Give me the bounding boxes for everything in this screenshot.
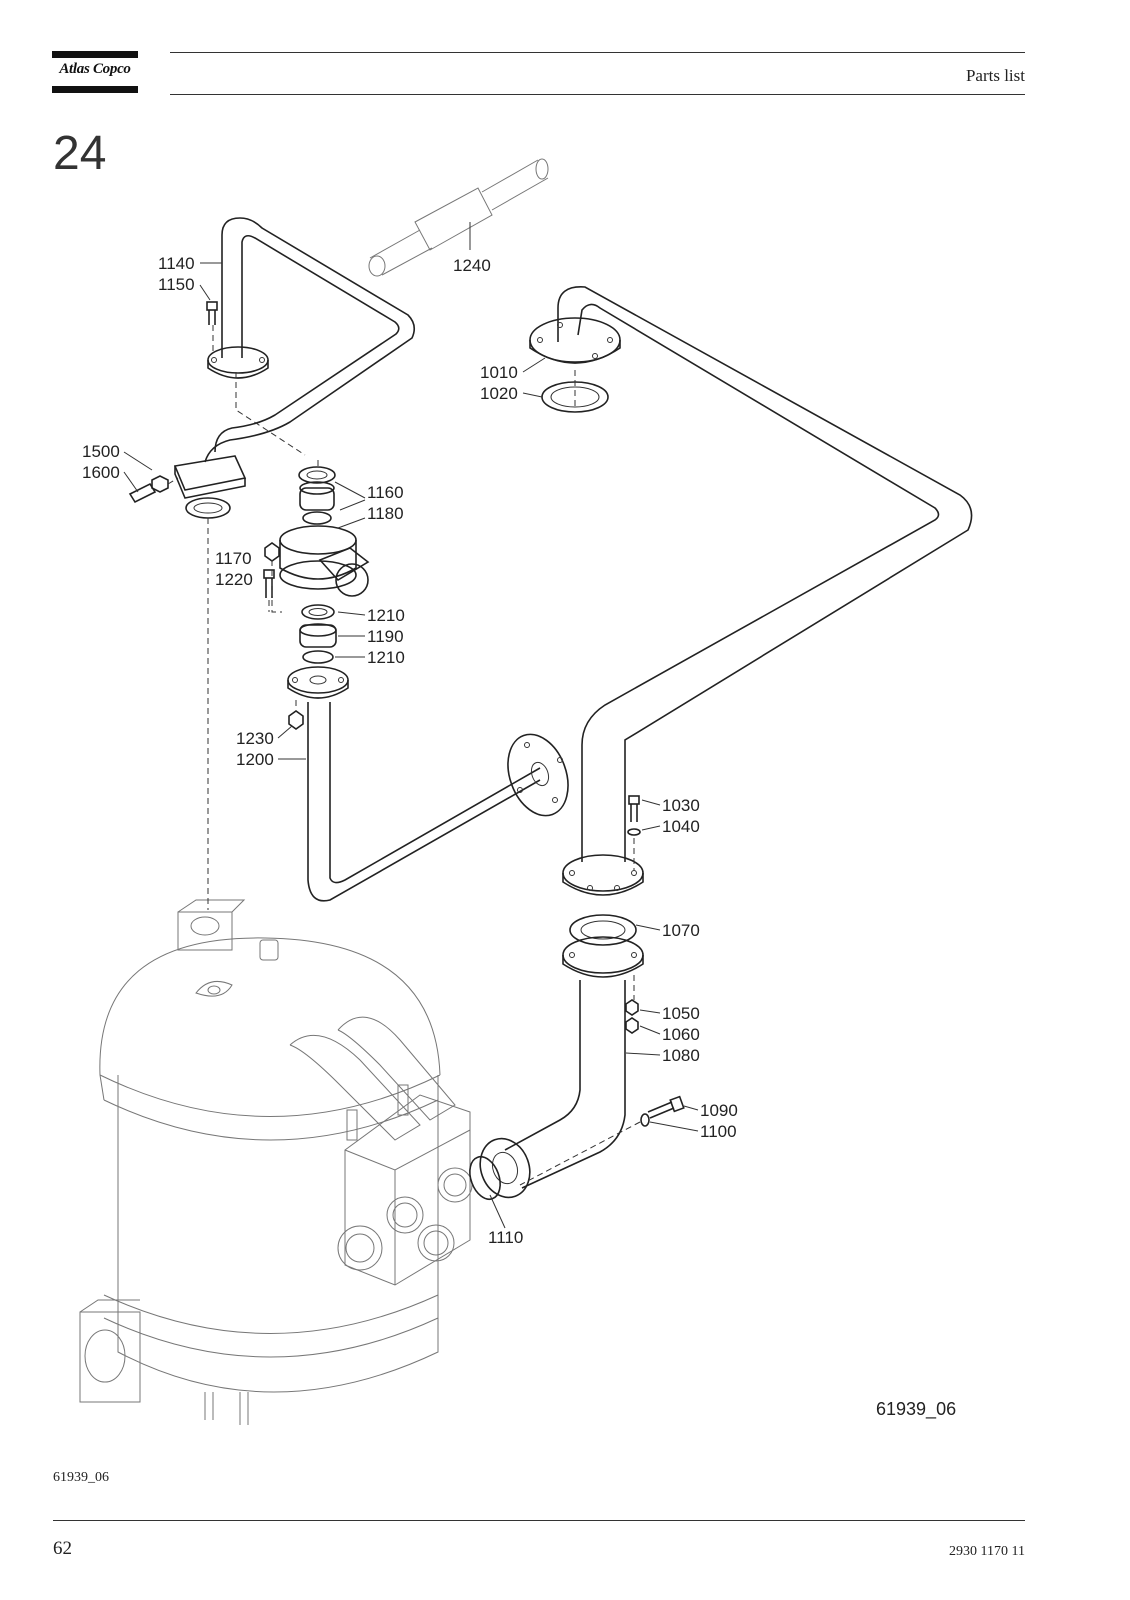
callout-1110: 1110: [488, 1228, 523, 1247]
nut-1230: [288, 710, 304, 730]
callout-1040: 1040: [662, 817, 700, 836]
callout-1220: 1220: [215, 570, 253, 589]
callout-1240: 1240: [453, 256, 491, 275]
callout-1210-lower: 1210: [367, 648, 405, 667]
callout-1500: 1500: [82, 442, 120, 461]
callout-1020: 1020: [480, 384, 518, 403]
callout-1160: 1160: [367, 483, 404, 502]
callout-1100: 1100: [700, 1122, 737, 1141]
callout-1030: 1030: [662, 796, 700, 815]
nut-1050: [625, 999, 639, 1016]
callout-1010: 1010: [480, 363, 518, 382]
assembly-lines: [167, 325, 641, 1186]
drawing-id: 61939_06: [876, 1399, 956, 1420]
gasket-1140: [185, 497, 231, 519]
pipe-1140: [173, 217, 416, 499]
chapter-number: 24: [53, 127, 107, 180]
footer-rule: [53, 1520, 1025, 1521]
sensor-1500: [128, 475, 169, 504]
flange-upper-1070: [562, 854, 644, 896]
callout-1200: 1200: [236, 750, 274, 769]
callout-1060: 1060: [662, 1025, 700, 1044]
gasket-1070: [569, 914, 637, 946]
header-rule-top: [170, 52, 1025, 53]
callout-1190: 1190: [367, 627, 404, 646]
nut-1060: [625, 1017, 639, 1034]
section-title: Parts list: [965, 66, 1025, 85]
callout-1080: 1080: [662, 1046, 700, 1065]
leader-lines: [123, 222, 699, 1229]
callout-1600: 1600: [82, 463, 120, 482]
callout-1230: 1230: [236, 729, 274, 748]
washer-1100: [640, 1113, 650, 1127]
atlas-copco-logo: Atlas Copco: [52, 51, 138, 93]
callout-1050: 1050: [662, 1004, 700, 1023]
valve-stack: [279, 466, 370, 699]
bolt-1090: [647, 1095, 685, 1119]
document-number: 2930 1170 11: [949, 1544, 1025, 1559]
logo-bar-bottom: [52, 86, 138, 93]
callout-1170: 1170: [215, 549, 252, 568]
pipe-1010: [529, 286, 973, 862]
callout-1210-upper: 1210: [367, 606, 405, 625]
gasket-1110: [469, 1155, 501, 1201]
callout-1140: 1140: [158, 254, 195, 273]
flange-lower-1080: [562, 936, 644, 978]
hose-1240: [368, 158, 549, 277]
bolt-1150: [206, 301, 218, 325]
bolt-1030: [628, 795, 640, 822]
callout-1180: 1180: [367, 504, 404, 523]
logo-wordmark: Atlas Copco: [59, 61, 131, 77]
logo-bar-top: [52, 51, 138, 58]
page-number: 62: [53, 1538, 72, 1559]
pipe-1080: [479, 980, 626, 1199]
pipe-1200: [307, 702, 569, 902]
separator-tank: [79, 899, 473, 1425]
figure-reference: 61939_06: [53, 1470, 109, 1485]
header-rule-bottom: [170, 94, 1025, 95]
washer-1040: [627, 828, 641, 836]
callout-1070: 1070: [662, 921, 700, 940]
nut-1170: [264, 542, 280, 562]
callout-1090: 1090: [700, 1101, 738, 1120]
callout-1150: 1150: [158, 275, 195, 294]
